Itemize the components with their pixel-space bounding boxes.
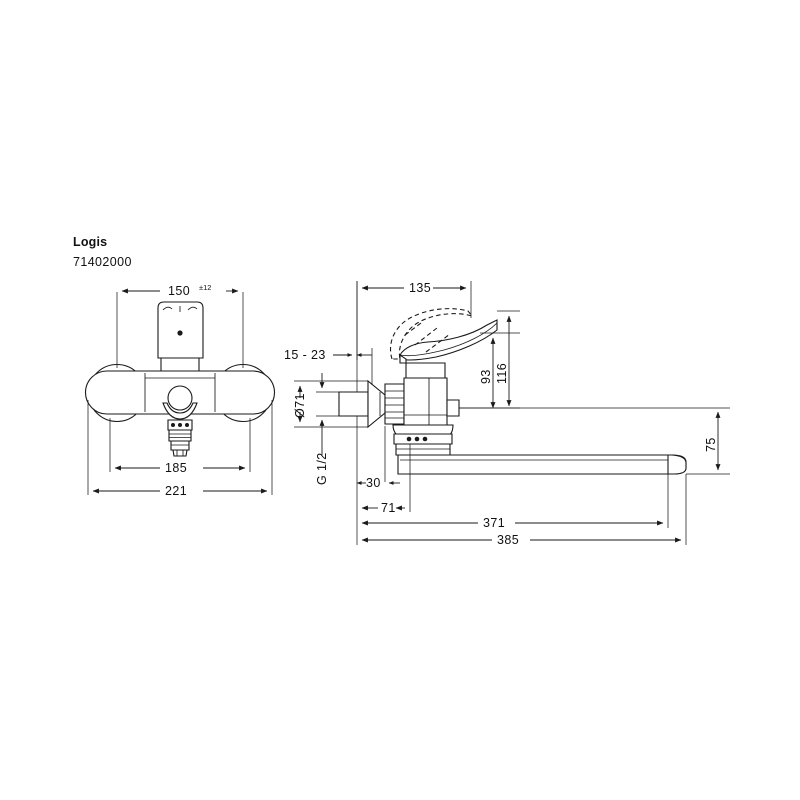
article-number: 71402000: [73, 255, 132, 269]
aerator-dot-3: [185, 423, 189, 427]
aerator-knurl: [169, 433, 191, 438]
escutcheon-cone: [367, 379, 386, 429]
front-faucet-body: [84, 301, 276, 457]
lever-handle-raised-dashed: [389, 308, 474, 360]
wall-inlet-stub: [338, 391, 369, 417]
dimension-116-label: 116: [495, 363, 509, 384]
connector-knurl: [385, 390, 404, 419]
dimension-30: 30: [356, 426, 400, 490]
collar-dot-2: [414, 436, 420, 442]
dimension-75: 75: [459, 407, 730, 475]
dimension-385-label: 385: [497, 533, 519, 547]
dimension-221-label: 221: [165, 484, 187, 498]
dimension-385: 385: [361, 474, 687, 547]
swivel-spout-tube: [397, 454, 687, 475]
spout-base-ring: [395, 443, 451, 456]
cartridge-cap: [405, 362, 446, 379]
dimension-diameter-71-label: Ø71: [293, 393, 307, 418]
title-block: Logis 71402000: [73, 235, 132, 269]
dimension-185-label: 185: [165, 461, 187, 475]
dimension-thread-g12-label: G 1/2: [315, 452, 329, 485]
dimension-150-tolerance: ±12: [199, 283, 211, 292]
lever-texture: [162, 306, 198, 312]
hub-wings: [162, 402, 198, 420]
aerator-ring-3: [170, 440, 190, 451]
lever-base: [399, 353, 407, 364]
spout-end-cap: [667, 454, 687, 475]
product-name: Logis: [73, 235, 107, 249]
side-faucet-body: [338, 308, 687, 475]
dimension-135-label: 135: [409, 281, 431, 295]
collar-dot-3: [422, 436, 428, 442]
dimension-371: 371: [361, 474, 669, 530]
aerator-dot-2: [178, 423, 182, 427]
dimension-71-label: 71: [381, 501, 396, 515]
dimension-71: 71: [361, 444, 411, 515]
centre-hub: [167, 385, 193, 411]
side-section-view: 135 15 - 23 Ø71: [284, 281, 730, 547]
dimension-93: 93: [479, 332, 520, 409]
lever-raised-hatch: [404, 322, 451, 353]
dimension-15-23: 15 - 23: [284, 348, 373, 385]
valve-body-seams: [404, 378, 447, 425]
aerator-outlet: [172, 449, 188, 457]
front-elevation-view: 150 ±12 185 221: [84, 283, 276, 498]
lever-handle-front: [157, 301, 204, 359]
collar-dot-1: [406, 436, 412, 442]
lever-top-edge: [399, 322, 498, 357]
dimension-93-label: 93: [479, 369, 493, 384]
dimension-150: 150 ±12: [116, 283, 244, 368]
aerator-ring-2: [168, 429, 192, 442]
dimension-diameter-71: Ø71: [293, 380, 368, 428]
bar-seams: [144, 373, 216, 412]
body-outlet-boss: [446, 399, 460, 417]
aerator-dot-1: [171, 423, 175, 427]
dimension-371-label: 371: [483, 516, 505, 530]
valve-body: [403, 377, 448, 426]
dimension-150-label: 150: [168, 284, 190, 298]
dimension-30-label: 30: [366, 476, 381, 490]
lever-handle-side: [399, 319, 498, 361]
aerator-outlet-seam: [176, 450, 184, 456]
dimension-135: 135: [356, 281, 472, 360]
dimension-221: 221: [87, 400, 273, 498]
dimension-75-label: 75: [704, 437, 718, 452]
dimension-thread-g12: G 1/2: [315, 373, 340, 485]
lever-pin: [177, 330, 183, 336]
dimension-185: 185: [109, 418, 251, 475]
dimension-15-23-label: 15 - 23: [284, 348, 326, 362]
